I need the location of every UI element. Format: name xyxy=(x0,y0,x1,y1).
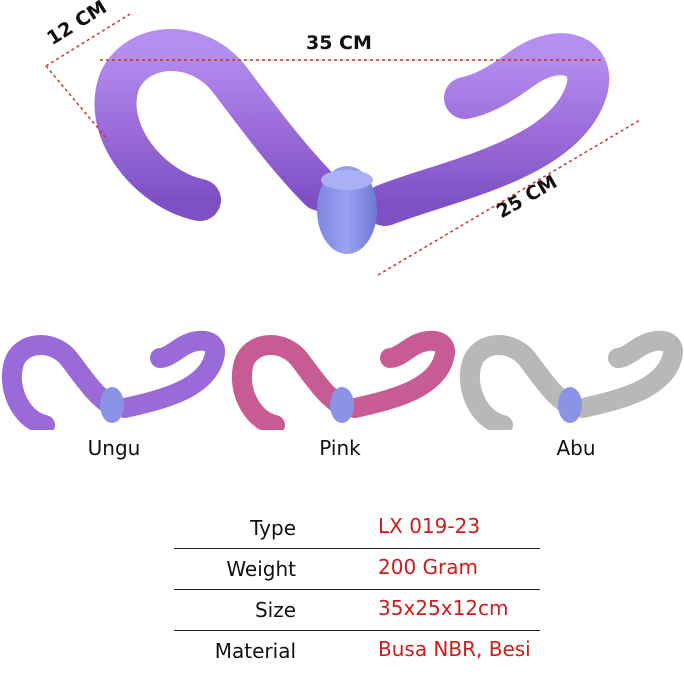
spec-value: 200 Gram xyxy=(378,555,478,579)
spec-key: Material xyxy=(214,639,296,663)
variant-label-abu: Abu xyxy=(556,436,596,460)
spec-row-material: Material Busa NBR, Besi xyxy=(174,631,540,671)
spec-row-weight: Weight 200 Gram xyxy=(174,549,540,590)
dimension-line-12cm xyxy=(45,13,131,67)
spec-value: LX 019-23 xyxy=(378,514,481,538)
right-foam-arm xyxy=(364,33,610,226)
variant-label-pink: Pink xyxy=(319,436,361,460)
spec-key: Type xyxy=(250,516,296,540)
variant-thumbnail-abu xyxy=(459,330,683,430)
dimension-length-label: 35 CM xyxy=(306,32,372,54)
dimension-line-25cm xyxy=(377,119,641,276)
product-hero-image xyxy=(45,13,641,276)
spec-value: Busa NBR, Besi xyxy=(378,637,531,661)
spec-value: 35x25x12cm xyxy=(378,596,509,620)
variant-thumbnail-ungu xyxy=(1,330,225,430)
spec-row-type: Type LX 019-23 xyxy=(174,508,540,549)
variant-label-ungu: Ungu xyxy=(87,436,141,460)
spec-table: Type LX 019-23 Weight 200 Gram Size 35x2… xyxy=(174,508,540,671)
spec-row-size: Size 35x25x12cm xyxy=(174,590,540,631)
spec-key: Weight xyxy=(226,557,296,581)
left-foam-arm xyxy=(94,29,341,221)
spec-key: Size xyxy=(254,598,296,622)
variant-thumbnail-pink xyxy=(231,330,455,430)
